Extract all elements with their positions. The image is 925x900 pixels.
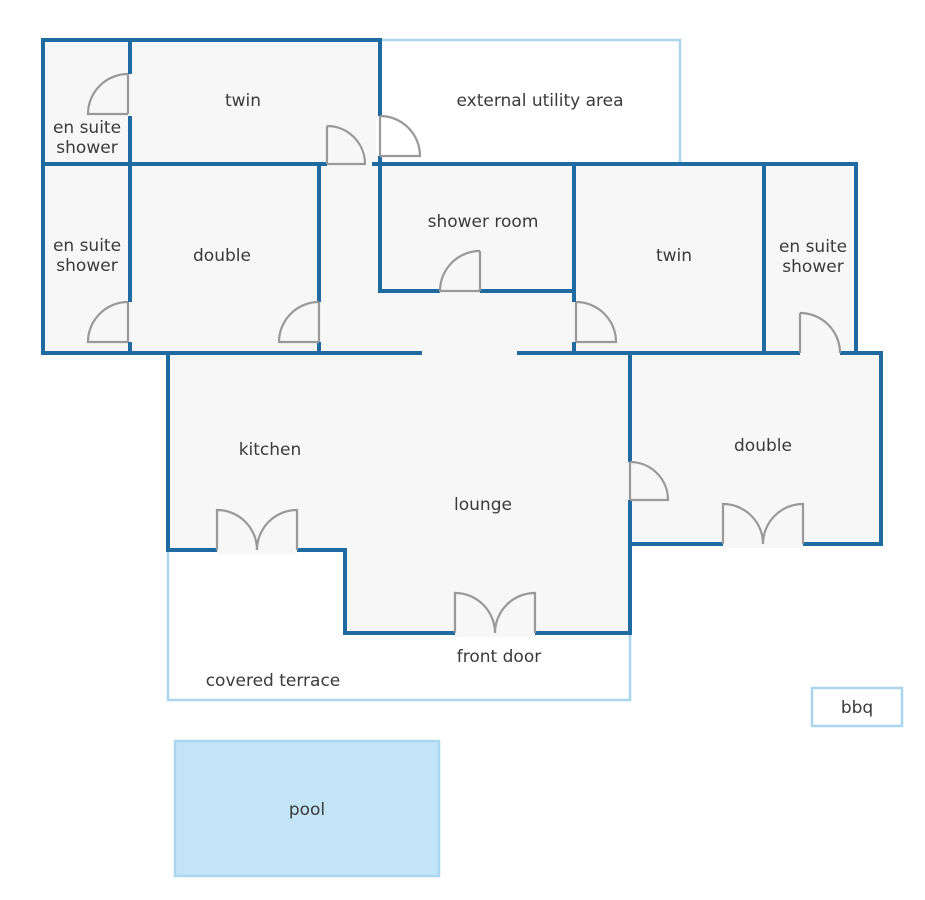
- label-covered-terrace: covered terrace: [206, 671, 341, 691]
- door-swings: [86, 72, 842, 634]
- label-ensuite-left-1: en suite: [53, 236, 121, 256]
- label-twin-top: twin: [225, 91, 261, 111]
- label-shower-room: shower room: [428, 212, 539, 232]
- pool-area: [173, 739, 441, 878]
- label-kitchen: kitchen: [239, 440, 302, 460]
- room-fills: [43, 40, 881, 633]
- label-external-utility: external utility area: [456, 91, 623, 111]
- bbq-box: [810, 686, 904, 728]
- label-bbq: bbq: [841, 698, 873, 718]
- label-front-door: front door: [457, 647, 541, 667]
- label-pool: pool: [289, 800, 325, 820]
- label-twin-right: twin: [656, 246, 692, 266]
- label-ensuite-right-2: shower: [782, 257, 843, 277]
- label-lounge: lounge: [454, 495, 512, 515]
- label-double-right: double: [734, 436, 792, 456]
- label-double-left: double: [193, 246, 251, 266]
- label-ensuite-top-2: shower: [56, 138, 117, 158]
- label-ensuite-top-1: en suite: [53, 118, 121, 138]
- walls: [41, 38, 883, 635]
- label-ensuite-left-2: shower: [56, 256, 117, 276]
- label-ensuite-right-1: en suite: [779, 237, 847, 257]
